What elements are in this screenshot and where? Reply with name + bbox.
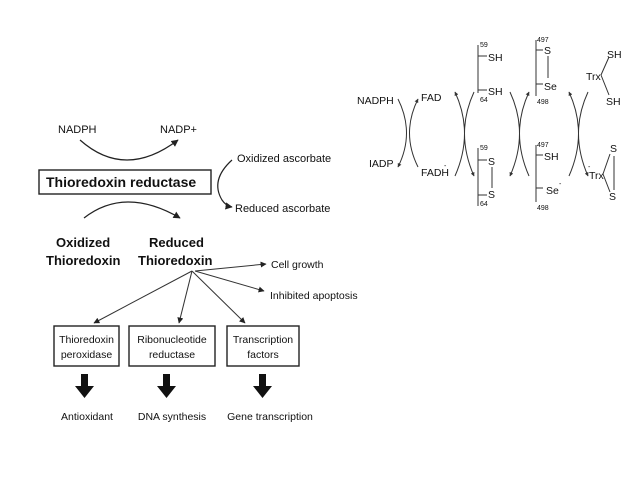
electron-transfer-scheme: NADPH IADP FAD FADH - 59 SH SH 64 59 S S…: [357, 37, 622, 212]
trx-bottom-s1: S: [610, 143, 617, 155]
nadph-label-right: NADPH: [357, 95, 394, 107]
trx-top-sh2: SH: [606, 96, 621, 108]
antioxidant-label: Antioxidant: [61, 411, 113, 423]
oxidized-thioredoxin-label-2: Thioredoxin: [46, 253, 120, 268]
arrow-to-inhibited-apoptosis: [194, 270, 265, 293]
se-bottom-498: Se: [546, 185, 559, 197]
inhibited-apoptosis-label: Inhibited apoptosis: [270, 290, 358, 302]
thioredoxin-pathway: NADPH NADP+ Thioredoxin reductase Oxidiz…: [38, 124, 358, 423]
fad-label: FAD: [421, 92, 442, 104]
sh-bottom-497: SH: [544, 151, 559, 163]
dithiol-bracket-top: [477, 45, 487, 93]
down-arrow-1: [75, 374, 94, 398]
transcription-line1: Transcription: [233, 334, 293, 346]
peroxidase-box: [53, 325, 120, 367]
crossing-arrow-1a: [397, 98, 407, 168]
trx-bottom-s2: S: [609, 191, 616, 203]
down-arrow-3: [253, 374, 272, 398]
crossing-arrow-3b: [519, 91, 530, 177]
reduced-ascorbate-label: Reduced ascorbate: [235, 203, 330, 215]
s-bottom-64: S: [488, 189, 495, 201]
sh-top-64: SH: [488, 86, 503, 98]
trx-bottom-label: Trx: [589, 170, 605, 182]
crossing-arrow-4b: [578, 91, 589, 177]
down-arrow-2: [157, 374, 176, 398]
ascorbate-arrow: [217, 159, 233, 210]
trx-bottom-superscript: -: [588, 164, 591, 171]
residue-498-bottom: 498: [537, 205, 549, 212]
residue-64-top: 64: [480, 97, 488, 104]
ribonucleotide-line2: reductase: [149, 349, 195, 361]
peroxidase-line2: peroxidase: [61, 349, 113, 361]
arrow-to-peroxidase: [93, 270, 193, 324]
disulfide-bracket-bottom: [477, 148, 493, 206]
fadh-superscript: -: [444, 163, 447, 170]
nadph-to-nadp-arrow: [79, 139, 179, 161]
peroxidase-line1: Thioredoxin: [59, 334, 114, 346]
thioredoxin-reductase-label: Thioredoxin reductase: [46, 174, 196, 190]
residue-59-top: 59: [480, 42, 488, 49]
selenolate-bracket-bottom: [535, 145, 543, 202]
selenyl-bracket-top: [535, 40, 549, 96]
se-superscript: -: [559, 181, 562, 188]
reduced-thioredoxin-label-1: Reduced: [149, 235, 204, 250]
gene-transcription-label: Gene transcription: [227, 411, 313, 423]
thioredoxin-reductase-box: [38, 169, 212, 195]
sh-top-59: SH: [488, 52, 503, 64]
arrow-to-transcription: [191, 270, 246, 324]
se-top-498: Se: [544, 81, 557, 93]
s-bottom-59: S: [488, 156, 495, 168]
trx-top-sh1: SH: [607, 49, 622, 61]
trx-bottom-bonds: [602, 153, 615, 193]
dna-synthesis-label: DNA synthesis: [138, 411, 206, 423]
cell-growth-label: Cell growth: [271, 259, 324, 271]
residue-64-bottom: 64: [480, 201, 488, 208]
s-top-497: S: [544, 45, 551, 57]
ribonucleotide-box: [128, 325, 216, 367]
oxidized-thioredoxin-label-1: Oxidized: [56, 235, 110, 250]
residue-498-top: 498: [537, 99, 549, 106]
fadh-label: FADH: [421, 167, 449, 179]
crossing-arrow-4a: [568, 91, 579, 177]
reduced-thioredoxin-label-2: Thioredoxin: [138, 253, 212, 268]
crossing-arrow-1b: [409, 98, 419, 168]
oxidized-ascorbate-label: Oxidized ascorbate: [237, 153, 331, 165]
crossing-arrow-3a: [509, 91, 520, 177]
crossing-arrow-2b: [464, 91, 475, 177]
trx-top-bonds: [600, 56, 610, 96]
transcription-box: [226, 325, 300, 367]
residue-59-bottom: 59: [480, 145, 488, 152]
crossing-arrow-2a: [454, 91, 465, 177]
adp-label: IADP: [369, 158, 394, 170]
nadph-label: NADPH: [58, 124, 97, 136]
nadp-plus-label: NADP+: [160, 124, 197, 136]
trx-top-label: Trx: [586, 71, 602, 83]
ribonucleotide-line1: Ribonucleotide: [137, 334, 207, 346]
oxidized-to-reduced-trx-arrow: [83, 201, 181, 219]
residue-497-top: 497: [537, 37, 549, 44]
arrow-to-cell-growth: [194, 261, 267, 272]
arrow-to-ribonucleotide: [177, 270, 193, 324]
transcription-line2: factors: [247, 349, 279, 361]
residue-497-bottom: 497: [537, 142, 549, 149]
